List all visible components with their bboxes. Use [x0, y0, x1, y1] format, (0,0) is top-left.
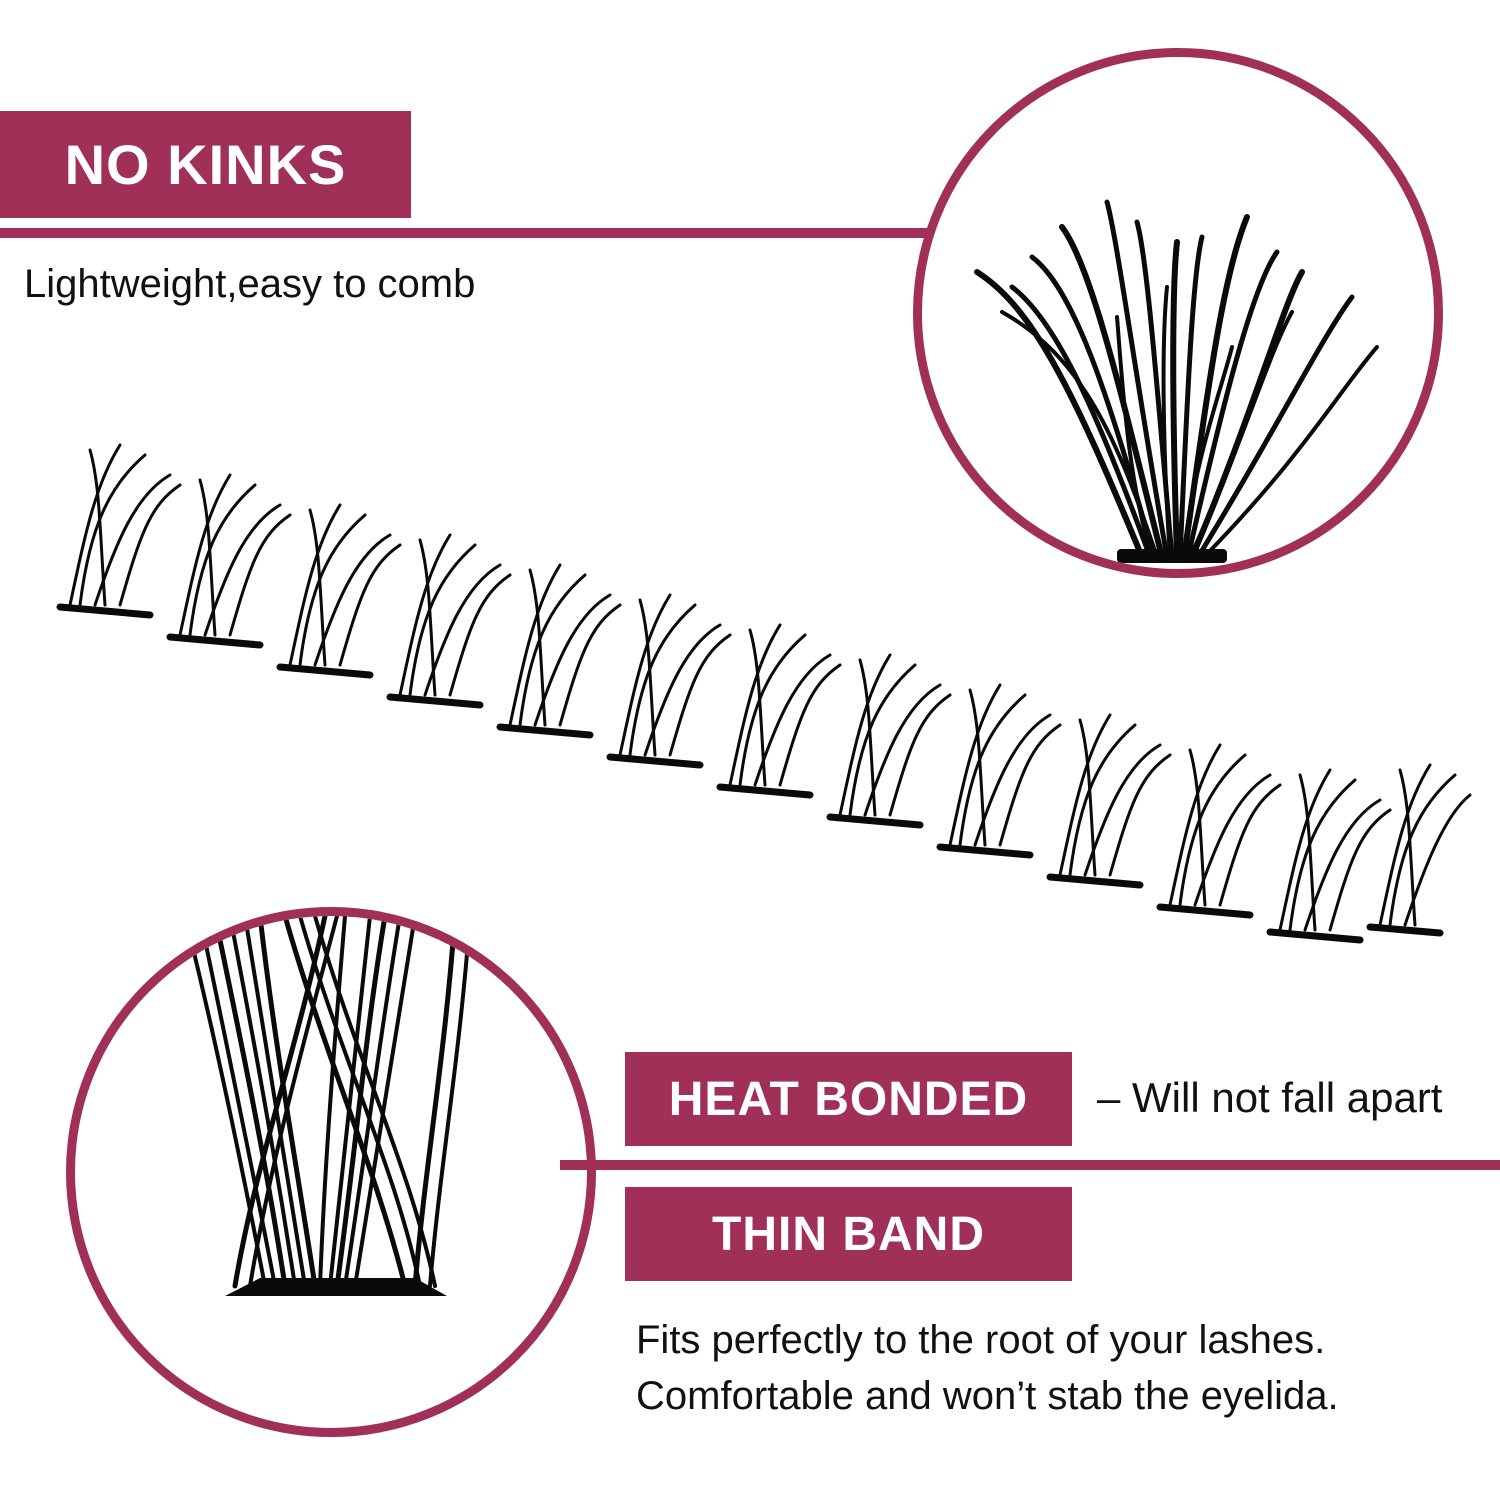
thin-band-title: THIN BAND [712, 1207, 985, 1261]
thin-band-badge: THIN BAND [625, 1187, 1072, 1281]
heat-bonded-note: – Will not fall apart [1097, 1074, 1443, 1121]
no-kinks-divider [0, 228, 940, 238]
lash-band-closeup-circle [66, 907, 596, 1437]
thin-band-description-line2: Comfortable and won’t stab the eyelida. [636, 1374, 1339, 1418]
lash-closeup-icon [974, 199, 1379, 563]
heat-bonded-badge: HEAT BONDED [625, 1052, 1072, 1146]
no-kinks-subtitle: Lightweight,easy to comb [24, 262, 476, 306]
no-kinks-title: NO KINKS [64, 133, 347, 196]
lash-band-closeup-icon [183, 916, 472, 1296]
lash-closeup-circle [913, 48, 1443, 578]
heat-bonded-title: HEAT BONDED [668, 1072, 1029, 1126]
thin-band-description-line1: Fits perfectly to the root of your lashe… [636, 1318, 1326, 1362]
heat-bonded-divider [560, 1160, 1500, 1170]
lash-strip-icon [56, 443, 1472, 944]
no-kinks-badge: NO KINKS [0, 111, 411, 218]
